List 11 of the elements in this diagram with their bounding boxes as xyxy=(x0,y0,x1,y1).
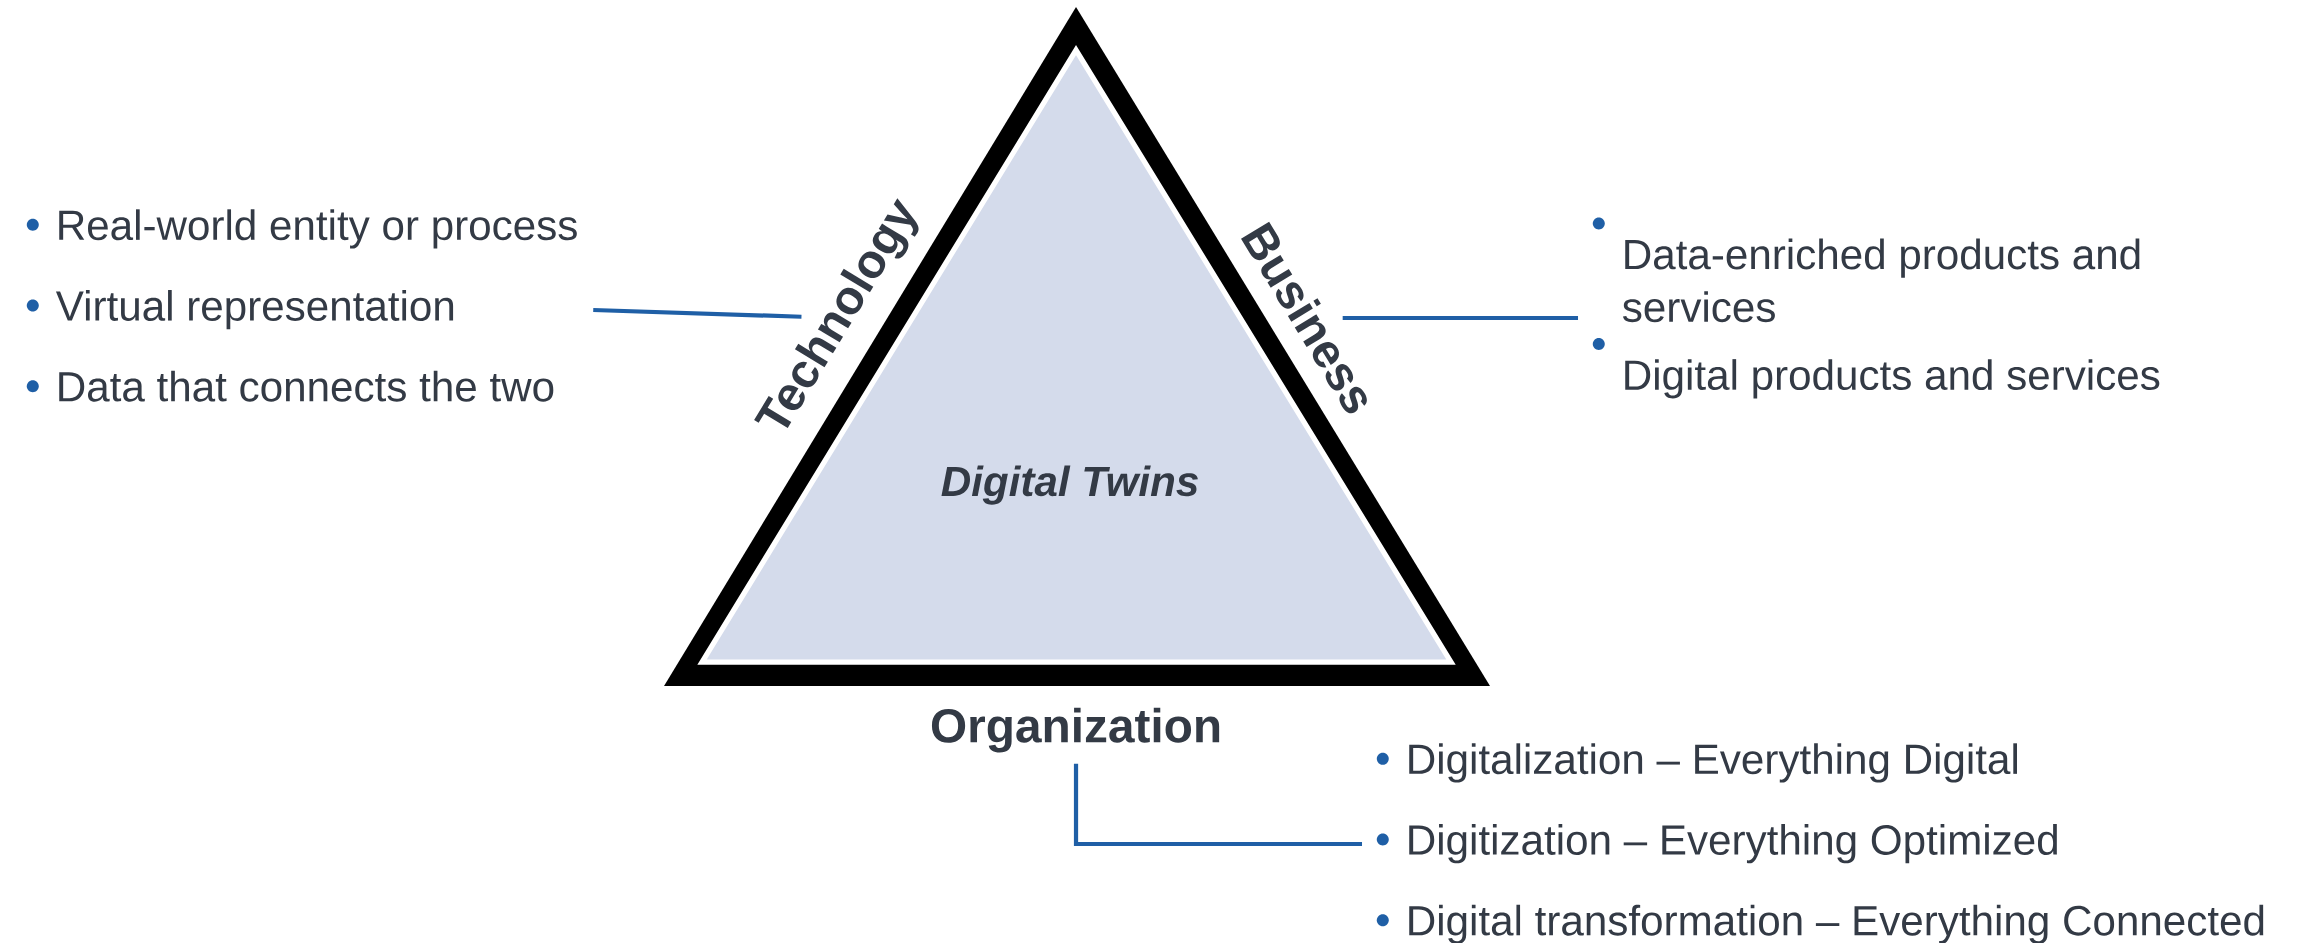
side-label: Organization xyxy=(931,707,1220,753)
connector-line xyxy=(1342,315,1578,321)
list-item: Data that connects the two xyxy=(59,370,554,402)
list-item: Virtual representation xyxy=(55,290,454,330)
list-item: Digitization – Everything Optimized xyxy=(1409,824,2057,864)
connector-line xyxy=(593,307,802,319)
list-item: Real-world entity or process xyxy=(59,209,577,249)
list-item: Digital products and services xyxy=(1625,359,2160,399)
list-item: Digitalization – Everything Digital xyxy=(1409,743,2017,783)
list-item: Data-enriched products and services xyxy=(1622,238,2140,323)
connector-line xyxy=(1073,763,1362,847)
